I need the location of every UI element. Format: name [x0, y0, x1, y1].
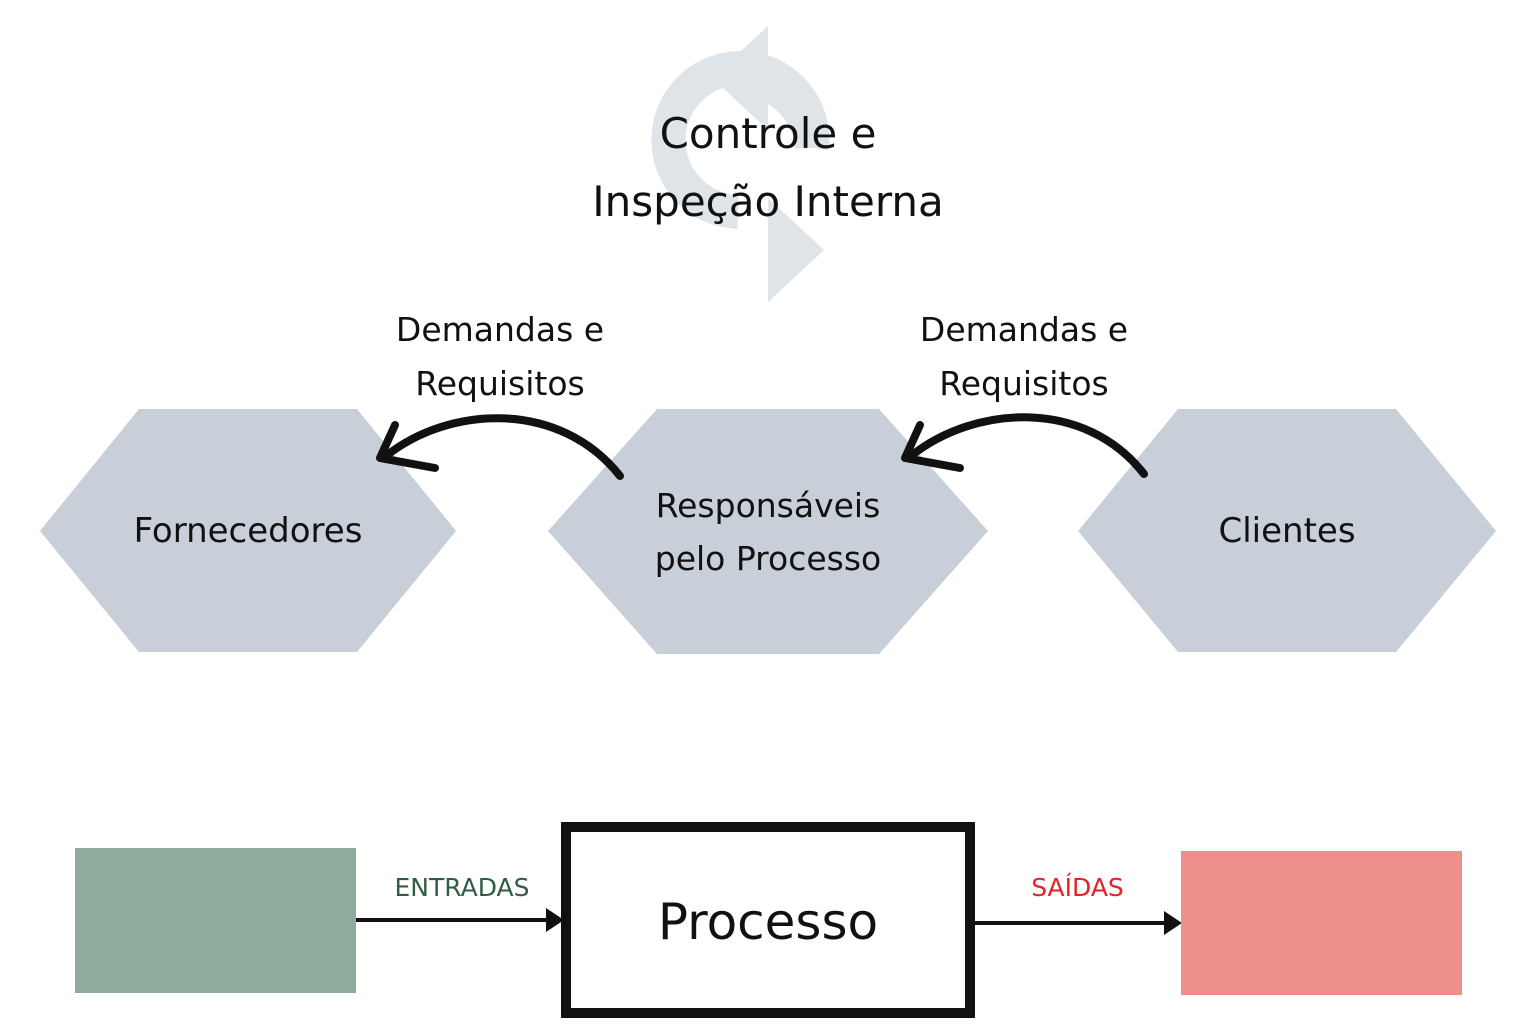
arrow-head-right	[901, 421, 964, 472]
node-responsaveis-line1: Responsáveis	[655, 486, 881, 525]
hexagon-fornecedores	[40, 409, 456, 652]
arrow-clientes-to-responsaveis	[907, 413, 1148, 478]
input-box	[75, 848, 356, 993]
flow-label-right-line2: Requisitos	[939, 364, 1109, 403]
node-clientes-label: Clientes	[1218, 511, 1356, 551]
arrow-saidas-head	[1164, 911, 1182, 935]
hexagon-clientes	[1078, 409, 1496, 652]
processo-label: Processo	[657, 893, 879, 951]
arrow-entradas-head	[546, 908, 564, 932]
arrow-responsaveis-to-fornecedores	[382, 414, 624, 480]
node-responsaveis-label: Responsáveis pelo Processo	[548, 479, 988, 585]
flow-label-left-line1: Demandas e	[395, 310, 605, 349]
refresh-cycle-icon	[651, 26, 830, 302]
flow-label-left-line2: Requisitos	[415, 364, 585, 403]
flow-label-right-line1: Demandas e	[919, 310, 1129, 349]
hexagon-responsaveis	[548, 409, 988, 654]
flow-label-left: Demandas e Requisitos	[350, 303, 650, 411]
control-title-line2: Inspeção Interna	[592, 177, 944, 226]
entradas-label: ENTRADAS	[394, 873, 530, 902]
control-title: Controle e Inspeção Interna	[518, 100, 1018, 236]
node-responsaveis-line2: pelo Processo	[654, 539, 882, 578]
output-box	[1181, 851, 1462, 995]
saidas-label: SAÍDAS	[1031, 873, 1124, 902]
control-title-line1: Controle e	[659, 109, 877, 158]
flow-label-right: Demandas e Requisitos	[874, 303, 1174, 411]
arrow-head-left	[376, 421, 439, 472]
node-fornecedores-label: Fornecedores	[133, 511, 363, 551]
process-box	[561, 822, 975, 1018]
